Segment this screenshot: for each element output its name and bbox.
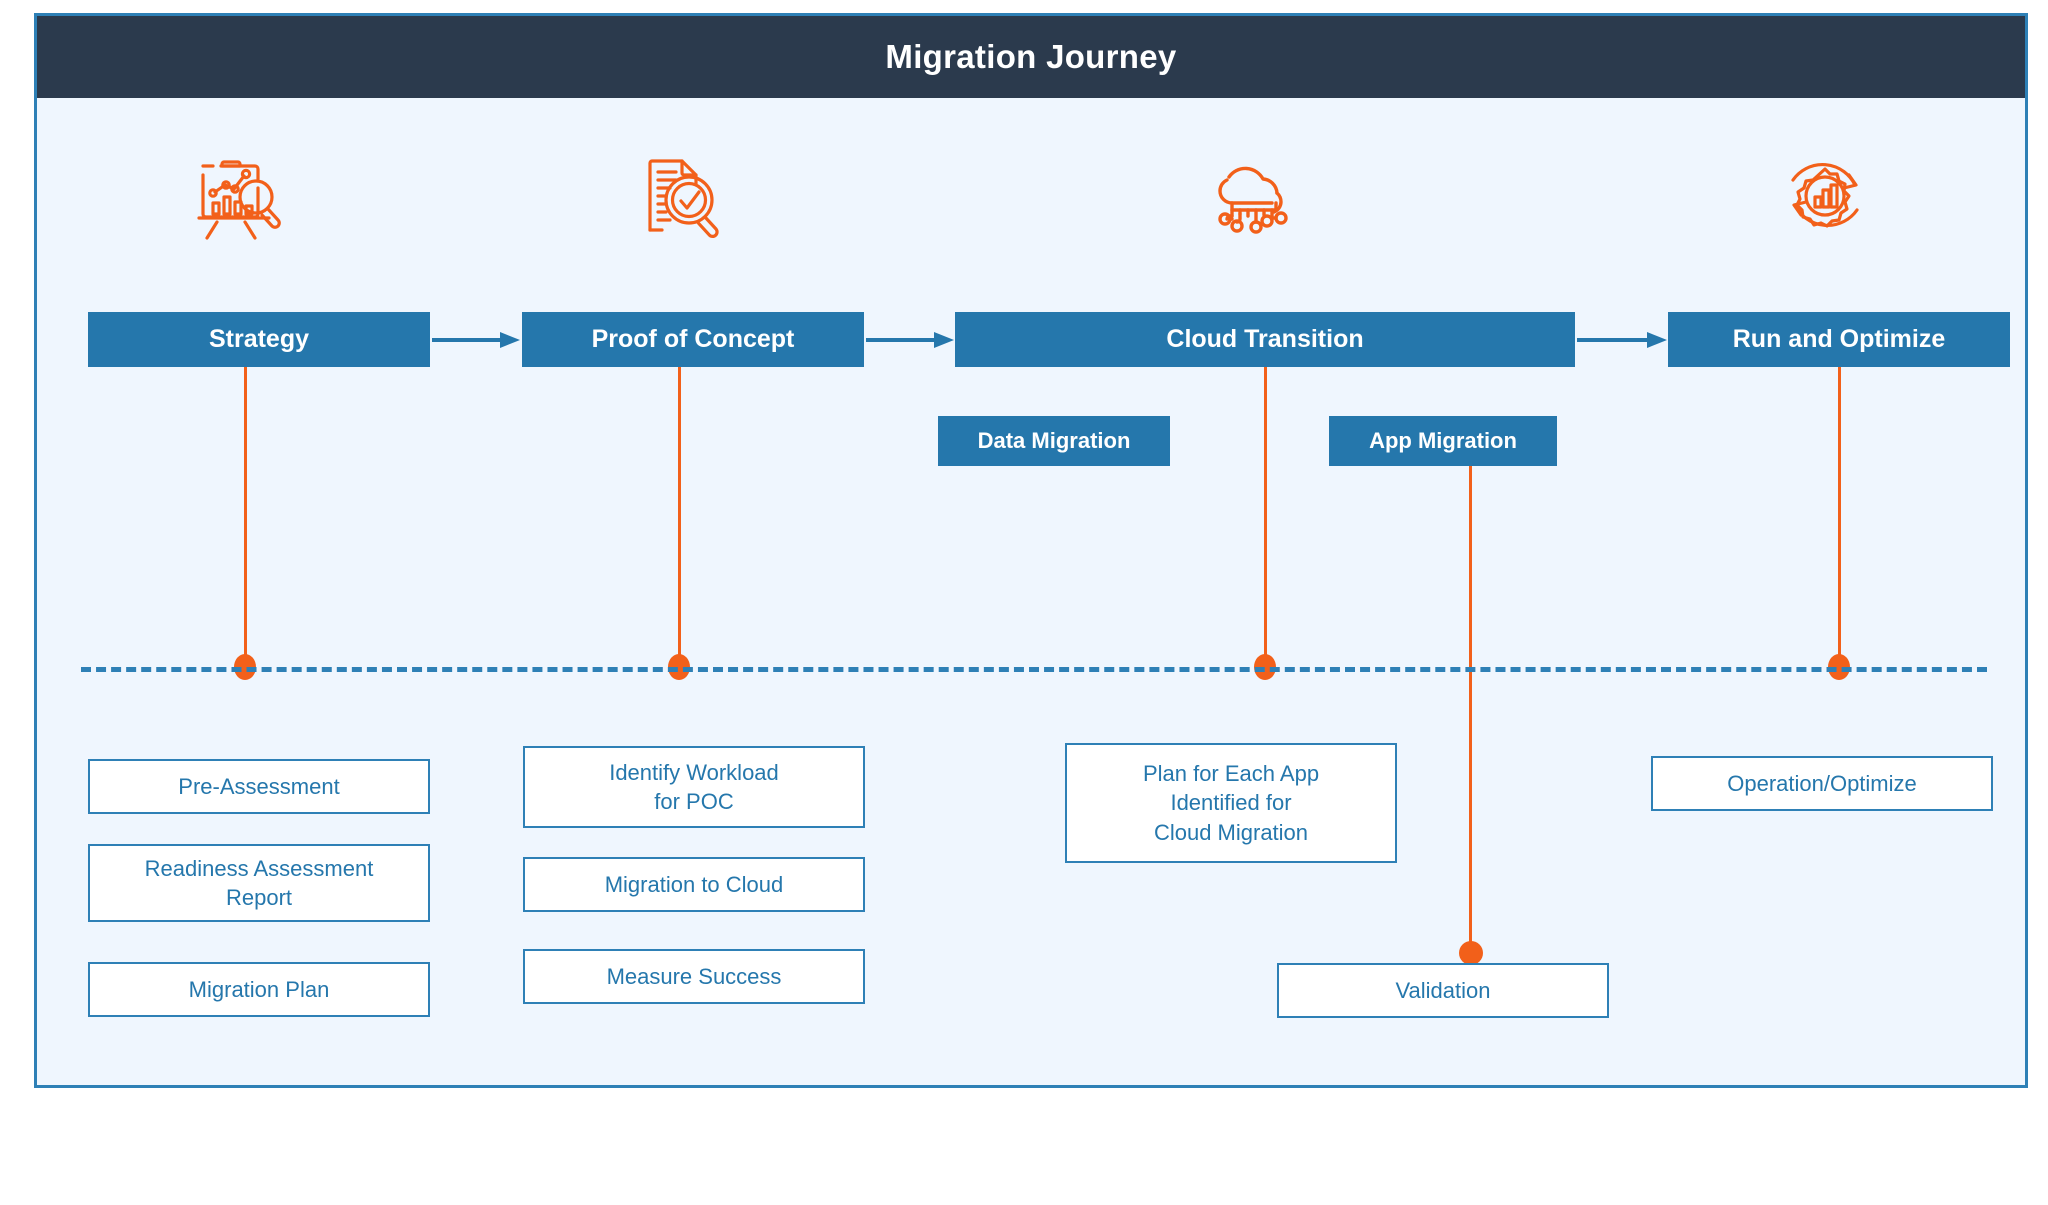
stage-bar-strategy[interactable]: Strategy — [88, 312, 430, 367]
stage-bar-cloud-transition[interactable]: Cloud Transition — [955, 312, 1575, 367]
outcome-label: Pre-Assessment — [178, 773, 340, 799]
document-check-magnifier-icon — [617, 144, 737, 244]
connector-dot-validation — [1459, 941, 1483, 965]
outcome-box[interactable]: Migration Plan — [88, 962, 430, 1017]
diagram-title-bar: Migration Journey — [37, 16, 2025, 98]
sub-stage-app-migration[interactable]: App Migration — [1329, 416, 1557, 466]
outcome-box[interactable]: Validation — [1277, 963, 1609, 1018]
outcome-label: Migration Plan — [188, 976, 330, 1002]
arrow-right-icon — [432, 332, 520, 348]
arrow-right-icon — [1577, 332, 1667, 348]
outcome-box[interactable]: Measure Success — [523, 949, 865, 1004]
outcome-box[interactable]: Operation/Optimize — [1651, 756, 1993, 811]
stage-label: Run and Optimize — [1732, 325, 1946, 353]
arrow-right-icon — [866, 332, 954, 348]
gear-chart-refresh-icon — [1765, 144, 1885, 244]
cloud-network-icon — [1197, 144, 1317, 244]
outcome-label: Validation — [1395, 977, 1491, 1003]
stage-label: Proof of Concept — [591, 325, 795, 353]
connector-line-strategy-lower — [244, 367, 247, 667]
connector-line-cloud-transition — [1264, 367, 1267, 667]
dashed-timeline-separator — [81, 667, 1987, 672]
connector-line-run-and-optimize — [1838, 367, 1841, 667]
sub-stage-label: App Migration — [1369, 428, 1517, 453]
stage-bar-proof-of-concept[interactable]: Proof of Concept — [522, 312, 864, 367]
page-title: Migration Journey — [885, 38, 1177, 75]
stage-bar-run-and-optimize[interactable]: Run and Optimize — [1668, 312, 2010, 367]
outcome-box[interactable]: Migration to Cloud — [523, 857, 865, 912]
stage-label: Cloud Transition — [1166, 325, 1364, 353]
outcome-box[interactable]: Pre-Assessment — [88, 759, 430, 814]
sub-stage-label: Data Migration — [977, 428, 1131, 453]
presentation-chart-magnifier-icon — [177, 144, 297, 244]
outcome-label: Measure Success — [606, 963, 782, 989]
outcome-label: Operation/Optimize — [1727, 770, 1917, 796]
outcome-label: Migration to Cloud — [604, 871, 784, 897]
sub-stage-data-migration[interactable]: Data Migration — [938, 416, 1170, 466]
connector-line-proof-of-concept — [678, 367, 681, 667]
stage-label: Strategy — [208, 325, 310, 353]
connector-line-app-migration-validation — [1469, 466, 1472, 958]
diagram-canvas: Migration Journey — [34, 13, 2028, 1088]
